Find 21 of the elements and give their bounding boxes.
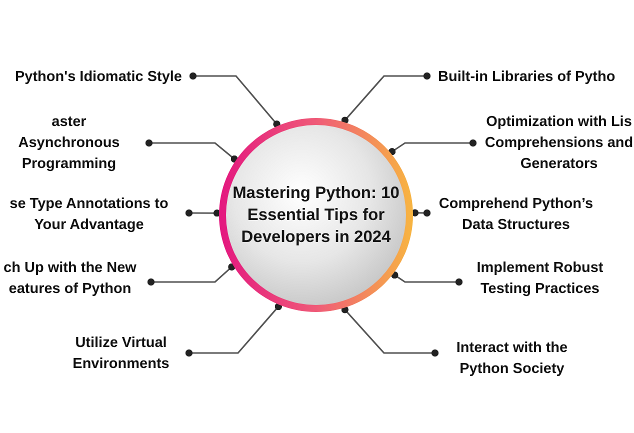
tip-text: se Type Annotations to Your Advantage bbox=[8, 195, 170, 235]
tip-text: Optimization with Lis Comprehensions and Generators bbox=[484, 112, 634, 174]
leader-line bbox=[411, 209, 431, 217]
tip-text: aster Asynchronous Programming bbox=[17, 112, 121, 174]
center-text: Mastering Python: 10 Essential Tips for Developers in 2024 bbox=[232, 183, 400, 248]
tip-text: Implement Robust Testing Practices bbox=[476, 259, 604, 299]
leader-line bbox=[391, 272, 463, 286]
tip-text: Built-in Libraries of Pytho bbox=[438, 68, 616, 86]
leader-line bbox=[145, 139, 238, 163]
leader-line bbox=[341, 306, 439, 357]
leader-line bbox=[189, 72, 280, 128]
leader-line bbox=[341, 72, 431, 124]
tip-text: Utilize Virtual Environments bbox=[72, 334, 170, 374]
tip-text: Comprehend Python’s Data Structures bbox=[438, 195, 594, 235]
leader-line bbox=[147, 263, 236, 286]
leader-line bbox=[388, 139, 477, 156]
leader-line bbox=[185, 302, 282, 357]
tip-text: Interact with the Python Society bbox=[455, 339, 569, 379]
tip-text: ch Up with the New eatures of Python bbox=[2, 259, 138, 299]
leader-line bbox=[185, 209, 221, 217]
tip-text: Python's Idiomatic Style bbox=[14, 68, 182, 86]
